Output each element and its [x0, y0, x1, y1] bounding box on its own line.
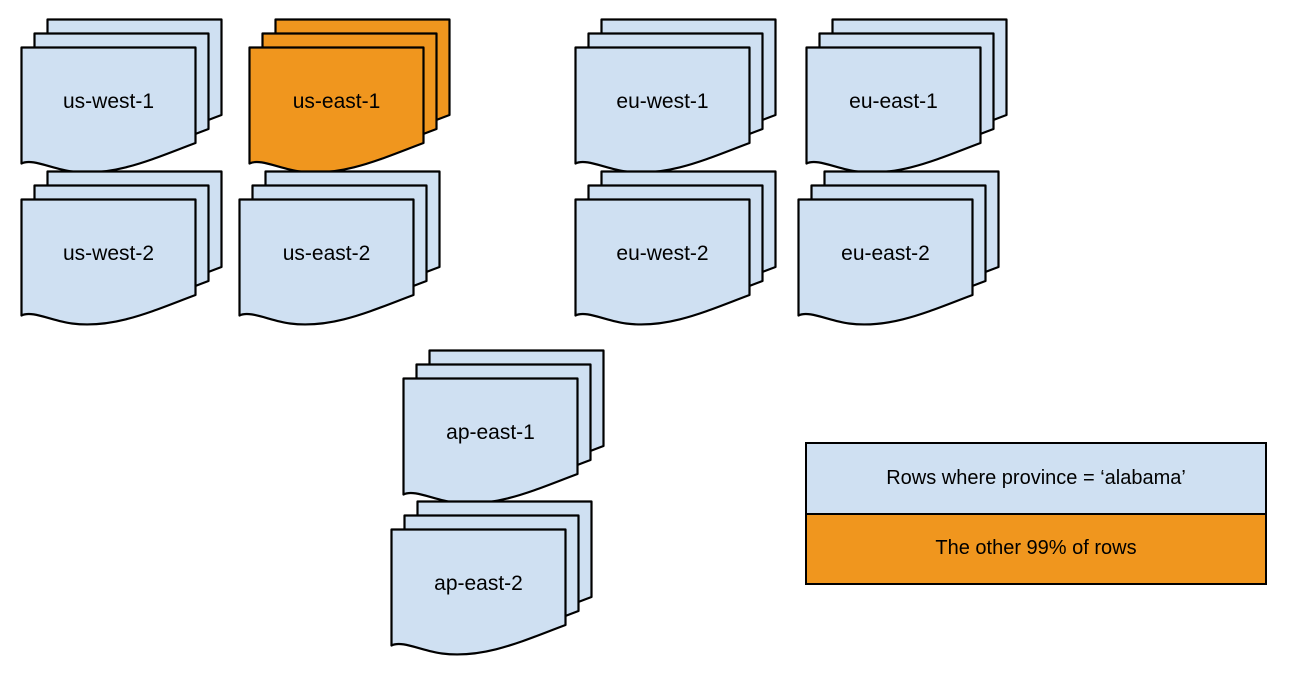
region-label-eu-west-1: eu-west-1: [616, 89, 709, 113]
stack-us-east-1: us-east-1: [248, 18, 451, 174]
region-label-us-west-1: us-west-1: [62, 89, 155, 113]
stack-us-west-1: us-west-1: [20, 18, 223, 174]
region-label-eu-east-2: eu-east-2: [841, 241, 930, 265]
region-label-ap-east-2: ap-east-2: [434, 571, 523, 595]
region-label-eu-west-2: eu-west-2: [616, 241, 709, 265]
stack-eu-west-1: eu-west-1: [574, 18, 777, 174]
legend-label-other-rows: The other 99% of rows: [935, 537, 1137, 560]
legend-item-other-rows: The other 99% of rows: [807, 512, 1265, 583]
stack-ap-east-2: ap-east-2: [390, 500, 593, 656]
stack-us-east-2: us-east-2: [238, 170, 441, 326]
region-label-us-east-1: us-east-1: [292, 89, 381, 113]
stack-ap-east-1: ap-east-1: [402, 349, 605, 505]
region-label-us-west-2: us-west-2: [62, 241, 155, 265]
region-label-ap-east-1: ap-east-1: [446, 420, 535, 444]
stack-eu-east-1: eu-east-1: [805, 18, 1008, 174]
legend-label-alabama-rows: Rows where province = ‘alabama’: [886, 466, 1186, 489]
legend: Rows where province = ‘alabama’ The othe…: [805, 442, 1267, 585]
stack-us-west-2: us-west-2: [20, 170, 223, 326]
legend-item-alabama-rows: Rows where province = ‘alabama’: [807, 444, 1265, 513]
region-label-eu-east-1: eu-east-1: [849, 89, 938, 113]
region-label-us-east-2: us-east-2: [282, 241, 371, 265]
stack-eu-west-2: eu-west-2: [574, 170, 777, 326]
stack-eu-east-2: eu-east-2: [797, 170, 1000, 326]
